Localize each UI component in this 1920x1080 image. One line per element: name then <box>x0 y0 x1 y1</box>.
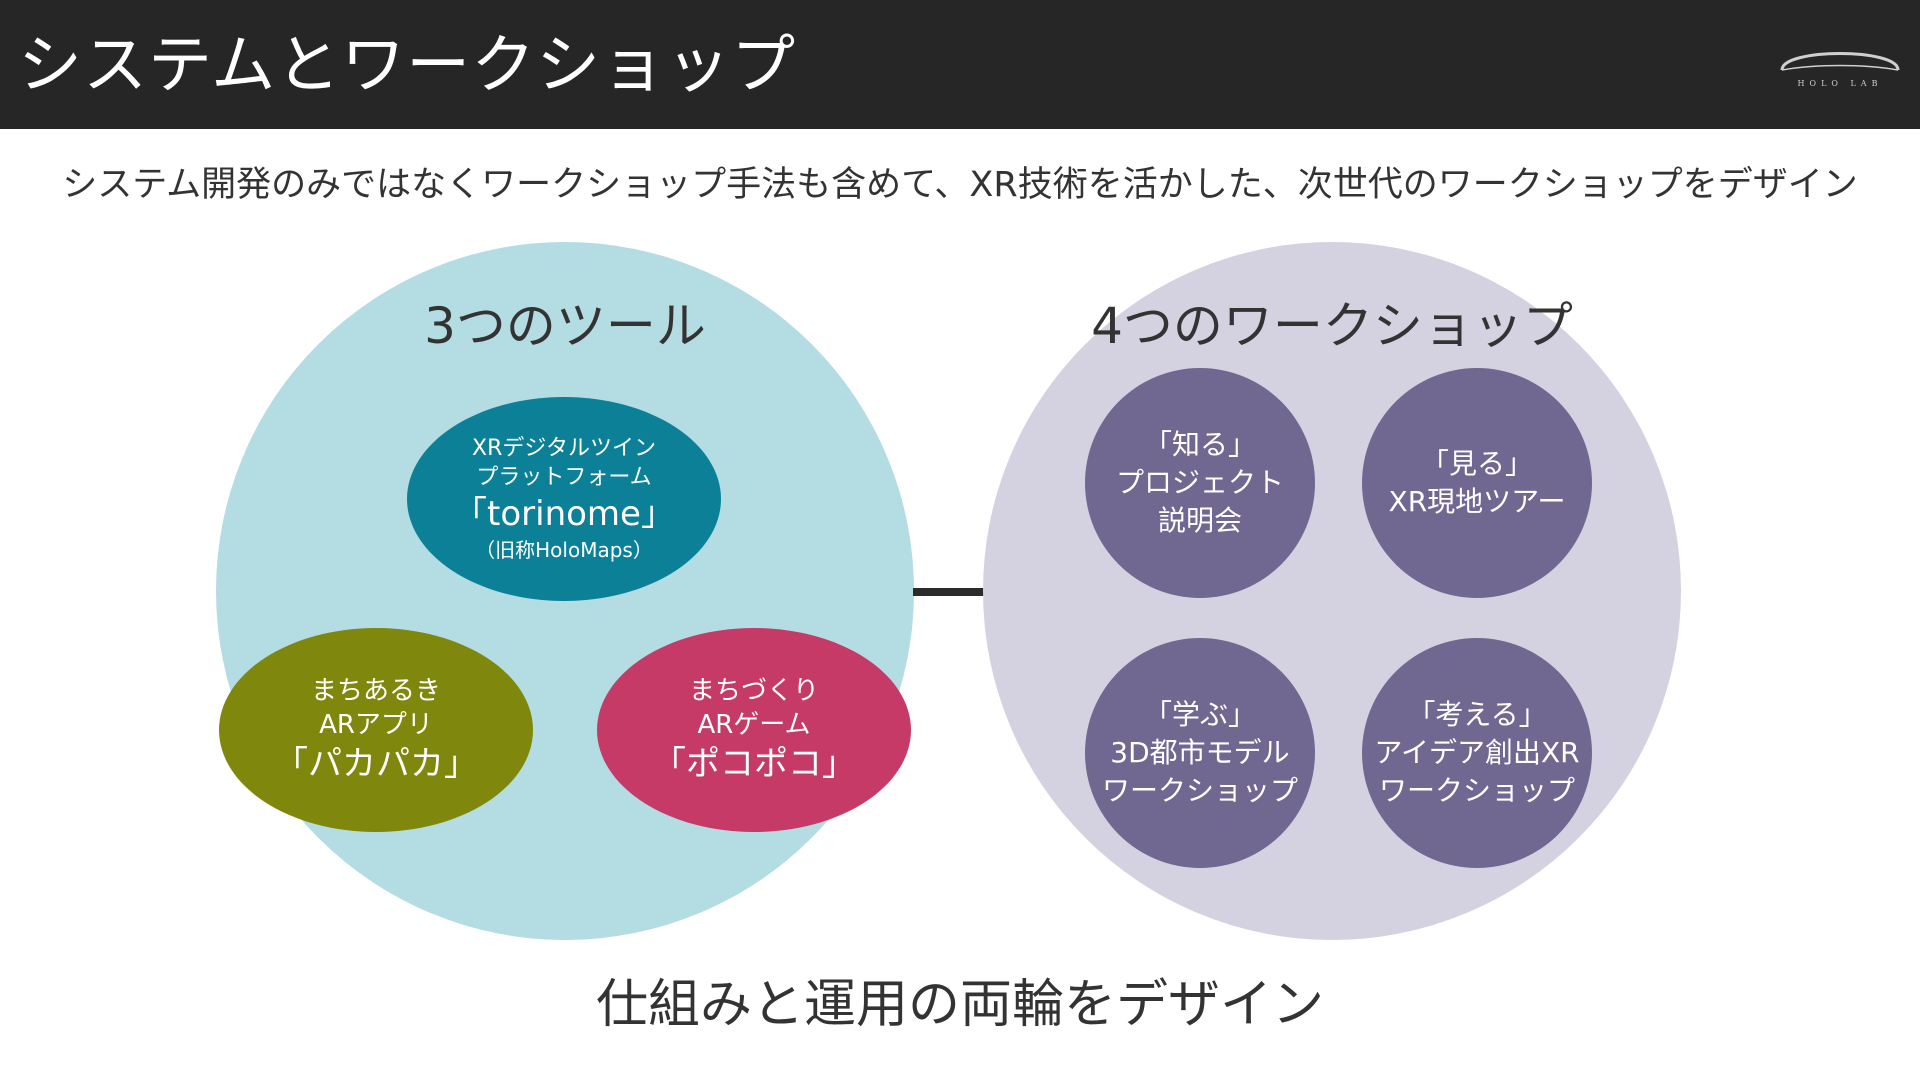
workshop-see-line2: XR現地ツアー <box>1388 485 1566 518</box>
connector-line <box>913 588 984 596</box>
logo-text: HOLO LAB <box>1798 79 1883 88</box>
workshop-know-line1: 「知る」 <box>1143 428 1256 461</box>
workshop-see-line1: 「見る」 <box>1420 447 1533 480</box>
page-title: システムとワークショップ <box>18 29 797 103</box>
tool-torinome-line1: XRデジタルツイン <box>472 436 656 461</box>
tool-torinome-note: （旧称HoloMaps） <box>475 538 653 562</box>
workshop-think-line3: ワークショップ <box>1378 774 1575 807</box>
tools-group-title: 3つのツール <box>424 297 706 355</box>
header-bar: システムとワークショップ HOLO LAB <box>0 0 1920 129</box>
tool-pakapaka-name: 「パカパカ」 <box>274 744 478 784</box>
tool-pokopoko: まちづくり ARゲーム 「ポコポコ」 <box>597 628 911 832</box>
workshop-learn-line2: 3D都市モデル <box>1110 736 1290 769</box>
workshop-think-line2: アイデア創出XR <box>1374 736 1580 769</box>
tool-torinome: XRデジタルツイン プラットフォーム 「torinome」 （旧称HoloMap… <box>407 397 721 601</box>
workshop-know-line3: 説明会 <box>1157 504 1242 537</box>
workshop-see: 「見る」 XR現地ツアー <box>1362 368 1592 598</box>
holo-lab-logo: HOLO LAB <box>1780 52 1900 88</box>
workshop-know-line2: プロジェクト <box>1115 466 1284 499</box>
workshop-know: 「知る」 プロジェクト 説明会 <box>1085 368 1315 598</box>
tool-pokopoko-line2: ARゲーム <box>697 710 811 740</box>
tool-torinome-line2: プラットフォーム <box>476 465 652 490</box>
tool-pakapaka: まちあるき ARアプリ 「パカパカ」 <box>219 628 533 832</box>
subtitle: システム開発のみではなくワークショップ手法も含めて、XR技術を活かした、次世代の… <box>62 165 1858 205</box>
tool-pokopoko-name: 「ポコポコ」 <box>652 744 856 784</box>
workshop-learn-line1: 「学ぶ」 <box>1143 698 1256 731</box>
workshop-learn-line3: ワークショップ <box>1101 774 1298 807</box>
workshop-think-line1: 「考える」 <box>1407 698 1547 731</box>
footer-tagline: 仕組みと運用の両輪をデザイン <box>595 975 1324 1035</box>
tool-pakapaka-line2: ARアプリ <box>319 710 433 740</box>
tool-pokopoko-line1: まちづくり <box>688 676 819 706</box>
tool-torinome-name: 「torinome」 <box>453 494 675 534</box>
workshops-group-title: 4つのワークショップ <box>1091 297 1573 355</box>
tool-pakapaka-line1: まちあるき <box>310 676 441 706</box>
workshop-learn: 「学ぶ」 3D都市モデル ワークショップ <box>1085 638 1315 868</box>
workshop-think: 「考える」 アイデア創出XR ワークショップ <box>1362 638 1592 868</box>
